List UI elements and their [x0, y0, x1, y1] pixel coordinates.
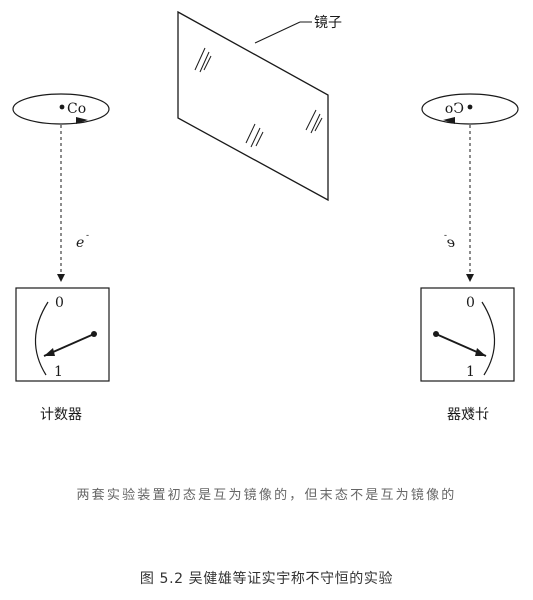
electron-sup-right: - — [444, 231, 447, 241]
scale-zero-right: 0 — [466, 295, 475, 311]
spin-arrow-icon — [76, 117, 88, 124]
spin-arrow-icon — [443, 117, 455, 124]
scale-one-right: 1 — [466, 364, 475, 380]
scale-one-left: 1 — [54, 364, 63, 380]
cobalt-source-left — [12, 93, 110, 125]
cobalt-label-left: Co — [67, 101, 86, 117]
diagram-caption: 两套实验装置初态是互为镜像的，但末态不是互为镜像的 — [76, 488, 457, 503]
mirror-label: 镜子 — [314, 15, 342, 31]
mirror-glare-marks — [194, 47, 323, 148]
cobalt-source-right — [421, 93, 519, 125]
counter-label-left: 计数器 — [40, 407, 82, 423]
figure-caption: 图 5.2 吴健雄等证实宇称不守恒的实验 — [139, 571, 394, 587]
cobalt-label-right: Co — [445, 101, 464, 117]
electron-sup-left: - — [86, 231, 89, 241]
mirror — [177, 10, 329, 202]
counter-right — [420, 287, 515, 382]
counter-label-right: 计数器 — [447, 407, 489, 423]
counter-left — [15, 287, 110, 382]
scale-zero-left: 0 — [55, 295, 64, 311]
mirror-pointer-line — [254, 21, 301, 44]
electron-label-right: e — [447, 235, 455, 251]
electron-label-left: e — [76, 235, 84, 251]
